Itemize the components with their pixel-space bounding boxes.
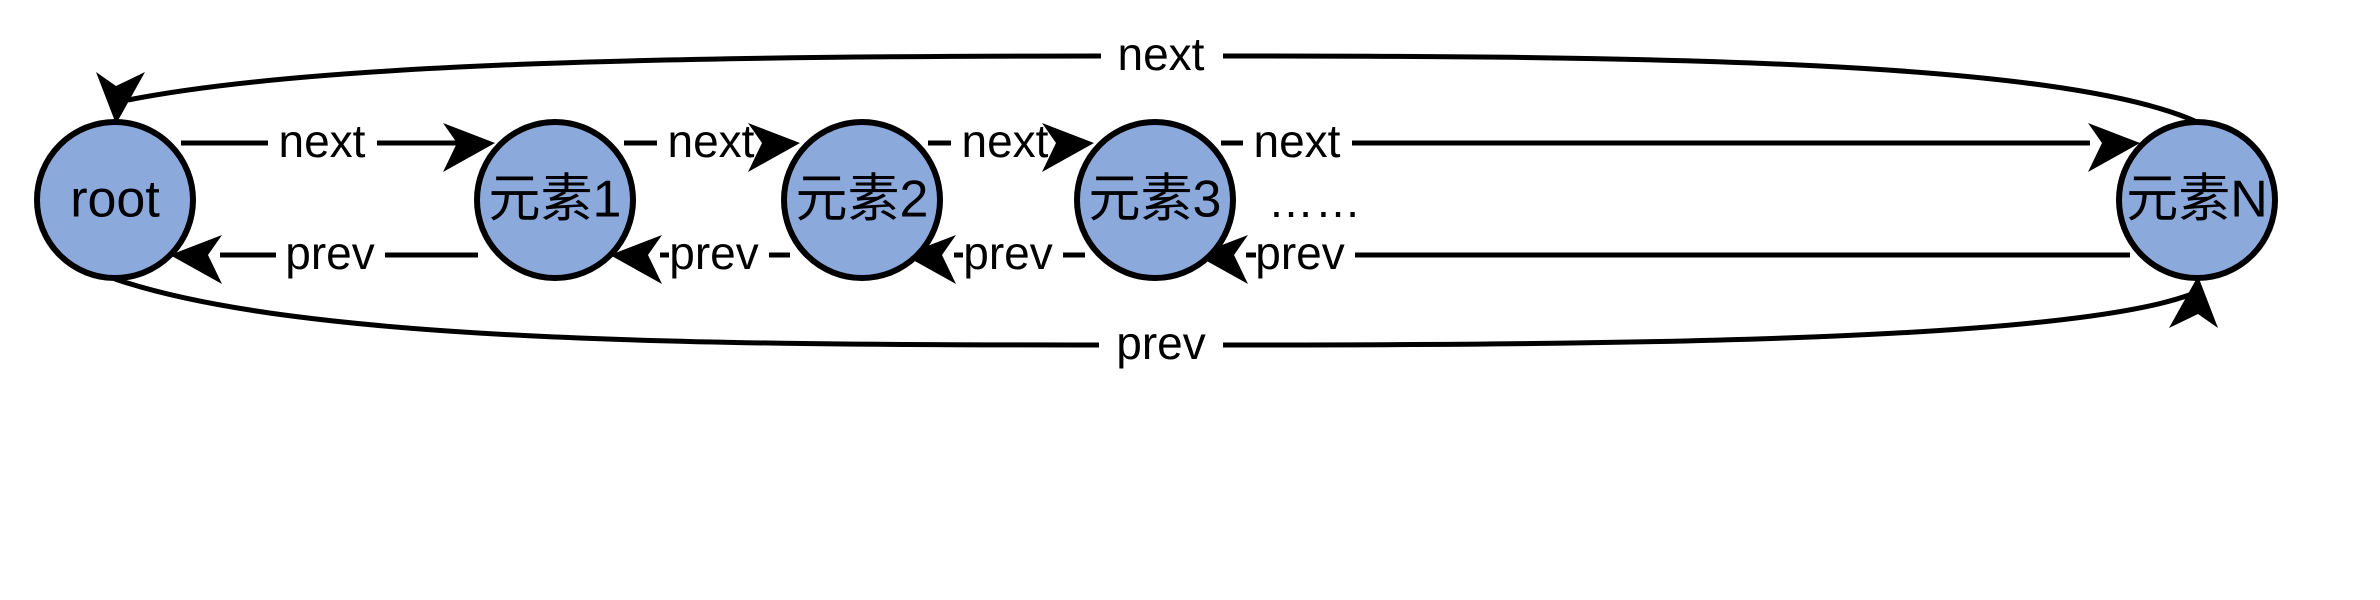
edge-next-root-elem1: next	[181, 115, 495, 172]
edge-prev-elem2-elem1-label: prev	[669, 227, 758, 279]
node-elem2-circle[interactable]	[781, 119, 943, 281]
edge-prev-elem3-elem2-arrowhead	[904, 235, 956, 284]
edge-prev-wrap-left-path	[114, 276, 1100, 348]
node-elem2-label: 元素2	[796, 171, 929, 229]
edge-prev-elemN-elem3: prev	[1196, 227, 2130, 284]
node-elem3-circle[interactable]	[1074, 119, 1236, 281]
edge-prev-elem2-elem1-arrowhead	[610, 235, 662, 284]
edge-prev-elem3-elem2: prev	[904, 227, 1085, 284]
edge-next-elem1-elem2: next	[624, 115, 800, 172]
edge-next-wrap-right-path	[1222, 53, 2199, 125]
edge-prev-wrap-right-path	[1222, 291, 2193, 348]
edge-prev-wrap-label: prev	[1116, 317, 1205, 369]
edge-next-root-elem1-arrowhead	[443, 123, 495, 172]
edge-next-elem1-elem2-arrowhead	[748, 123, 800, 172]
edge-prev-wrap: prev	[114, 276, 2218, 369]
ellipsis-separator: ……	[1268, 175, 1362, 227]
node-elem3-label: 元素3	[1089, 171, 1222, 229]
edge-next-elem2-elem3: next	[928, 115, 1094, 172]
edge-next-elem2-elem3-label: next	[962, 115, 1049, 167]
node-elemN[interactable]: 元素N	[2116, 119, 2278, 281]
edge-next-elem3-elemN: next	[1221, 115, 2140, 172]
edge-next-wrap-arrowhead	[96, 72, 145, 124]
edge-prev-elemN-elem3-arrowhead	[1196, 235, 1248, 284]
node-elem3[interactable]: 元素3	[1074, 119, 1236, 281]
node-elemN-label: 元素N	[2126, 171, 2268, 229]
node-root-label: root	[70, 171, 160, 229]
node-elem1-circle[interactable]	[474, 119, 636, 281]
edge-prev-elemN-elem3-label: prev	[1255, 227, 1344, 279]
edge-prev-wrap-arrowhead	[2169, 276, 2218, 328]
edge-next-elem1-elem2-label: next	[668, 115, 755, 167]
edge-prev-elem1-root-label: prev	[285, 227, 374, 279]
node-elem1[interactable]: 元素1	[474, 119, 636, 281]
edge-next-wrap-left-path	[127, 53, 1102, 103]
edge-prev-elem1-root-arrowhead	[170, 235, 222, 284]
edge-next-root-elem1-label: next	[279, 115, 366, 167]
node-elem1-label: 元素1	[489, 171, 622, 229]
node-root[interactable]: root	[34, 119, 196, 281]
edge-next-elem3-elemN-label: next	[1254, 115, 1341, 167]
node-elem2[interactable]: 元素2	[781, 119, 943, 281]
edge-next-elem2-elem3-arrowhead	[1042, 123, 1094, 172]
edge-prev-elem2-elem1: prev	[610, 227, 790, 284]
node-root-circle[interactable]	[34, 119, 196, 281]
edge-next-wrap-label: next	[1118, 28, 1205, 80]
edge-next-wrap: next	[96, 28, 2199, 125]
edge-prev-elem1-root: prev	[170, 227, 478, 284]
node-elemN-circle[interactable]	[2116, 119, 2278, 281]
edge-prev-elem3-elem2-label: prev	[963, 227, 1052, 279]
edge-next-elem3-elemN-arrowhead	[2088, 123, 2140, 172]
